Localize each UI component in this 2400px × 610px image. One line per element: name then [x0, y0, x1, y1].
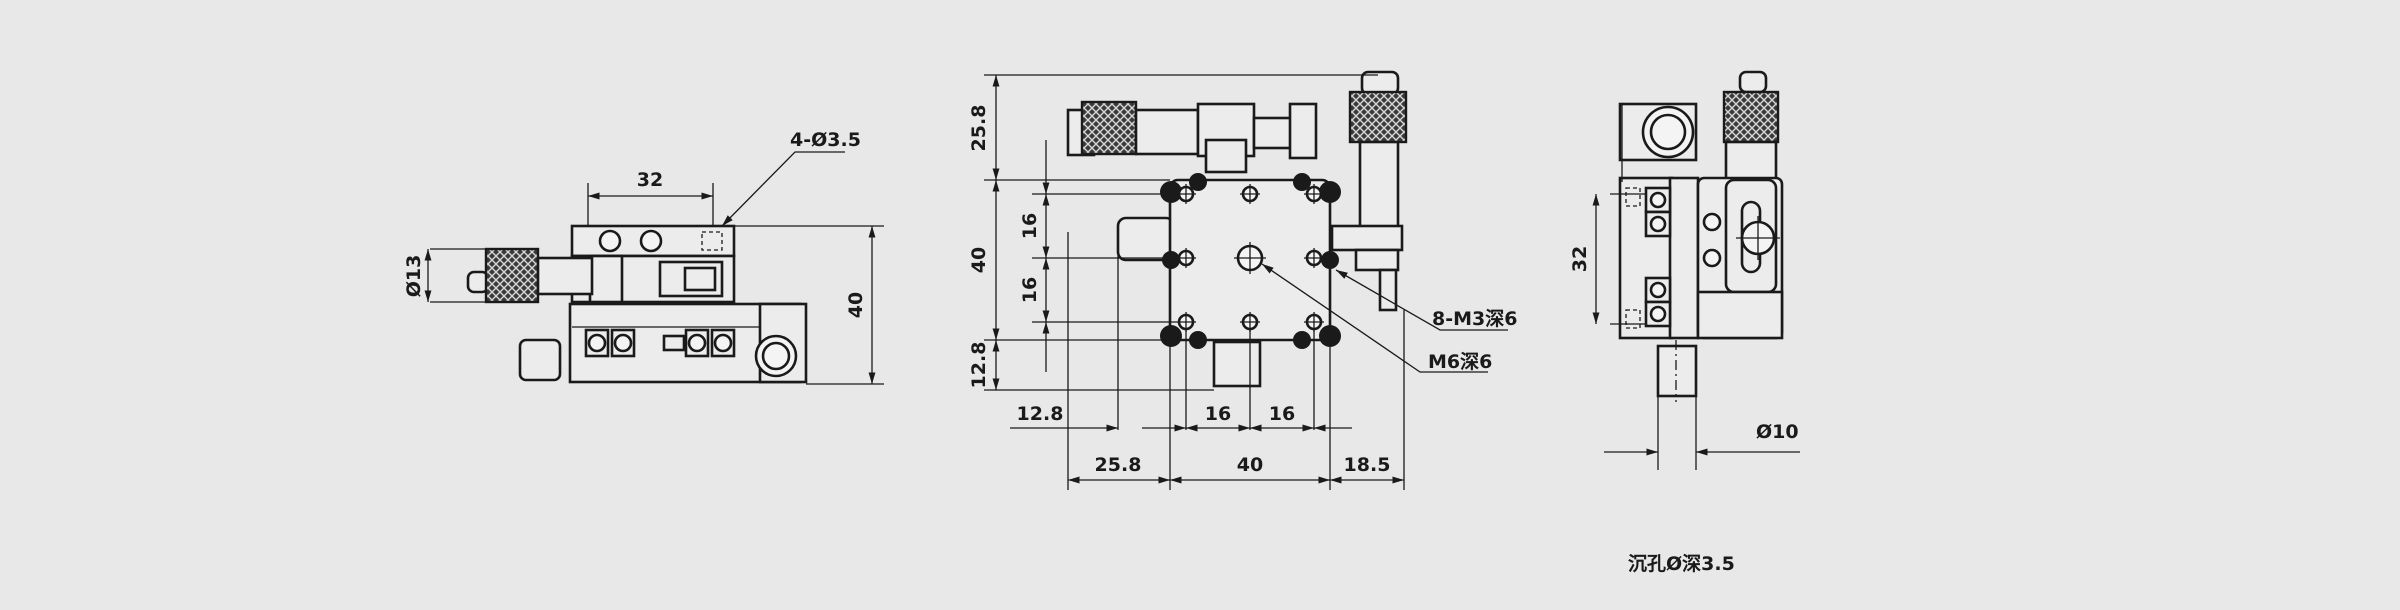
label-mid-m3: 8-M3深6 [1432, 307, 1517, 330]
mid-m3-holes [1176, 184, 1324, 332]
left-micrometer-knob [484, 247, 540, 304]
right-hidden-hole-top [1625, 187, 1641, 207]
left-leader-holes [721, 151, 845, 227]
label-right-dia: Ø10 [1756, 421, 1799, 443]
left-hole-2 [639, 229, 663, 253]
right-round-knob-inner [1649, 113, 1687, 151]
mid-extension-lines [984, 74, 1405, 490]
label-left-knob-dia: Ø13 [403, 255, 425, 298]
label-mid-m6: M6深6 [1428, 350, 1492, 373]
left-barrel-block [588, 254, 624, 304]
mid-micrometer-mount [1288, 102, 1318, 160]
label-mid-w-25-8: 25.8 [1095, 454, 1142, 476]
right-center-cross [1736, 216, 1780, 260]
mid-right-clamp [1330, 224, 1404, 252]
mid-leader-m6 [1261, 263, 1488, 373]
label-mid-pitch-bot: 16 [1019, 277, 1041, 303]
right-view [1592, 70, 1800, 470]
mid-stage-rollers [1160, 173, 1341, 349]
label-mid-h-16b: 16 [1269, 403, 1295, 425]
mid-view [984, 70, 1508, 490]
mid-right-barrel [1358, 140, 1400, 242]
label-mid-top: 25.8 [968, 105, 990, 152]
label-left-height: 40 [845, 292, 867, 318]
right-bearing-column [1668, 176, 1700, 340]
label-mid-pitch-top: 16 [1019, 213, 1041, 239]
mid-bottom-screw [1212, 340, 1262, 388]
label-left-holes: 4-Ø3.5 [790, 129, 861, 151]
right-bottom-screw [1656, 344, 1698, 398]
label-mid-h-16a: 16 [1205, 403, 1231, 425]
mid-right-knob [1348, 90, 1408, 144]
right-hidden-hole-bot [1625, 309, 1641, 329]
right-small-hole-2 [1702, 248, 1722, 268]
right-micrometer-knob [1722, 90, 1780, 144]
left-view [424, 151, 884, 385]
right-lower-block [1696, 290, 1784, 340]
label-mid-bot: 12.8 [968, 342, 990, 389]
label-mid-w-18-5: 18.5 [1344, 454, 1391, 476]
left-hole-1 [598, 229, 622, 253]
left-clamp-inner [683, 266, 717, 292]
label-mid-mid: 40 [968, 247, 990, 273]
mid-leader-m3 [1335, 269, 1508, 331]
mid-right-spindle [1378, 268, 1398, 312]
mid-micrometer-barrel [1134, 108, 1200, 156]
right-small-hole-1 [1702, 212, 1722, 232]
right-bearings [1644, 186, 1672, 328]
label-mid-w-40: 40 [1237, 454, 1263, 476]
mid-m6-hole [1234, 242, 1266, 274]
label-right-height: 32 [1569, 246, 1591, 272]
mid-right-lock [1354, 248, 1400, 272]
label-left-width: 32 [637, 169, 663, 191]
label-mid-h-12-8: 12.8 [1017, 403, 1064, 425]
mid-micrometer-knob [1080, 100, 1138, 156]
left-hidden-hole [701, 231, 723, 251]
left-micrometer-barrel [536, 256, 594, 296]
right-micrometer-cap [1738, 70, 1768, 94]
left-bearing-row [584, 328, 736, 358]
label-right-note: 沉孔Ø深3.5 [1628, 552, 1735, 575]
right-micrometer-barrel [1724, 140, 1778, 184]
left-round-knob-inner [761, 341, 791, 371]
mid-micrometer-clamp [1204, 138, 1248, 174]
left-side-screw [518, 338, 562, 382]
